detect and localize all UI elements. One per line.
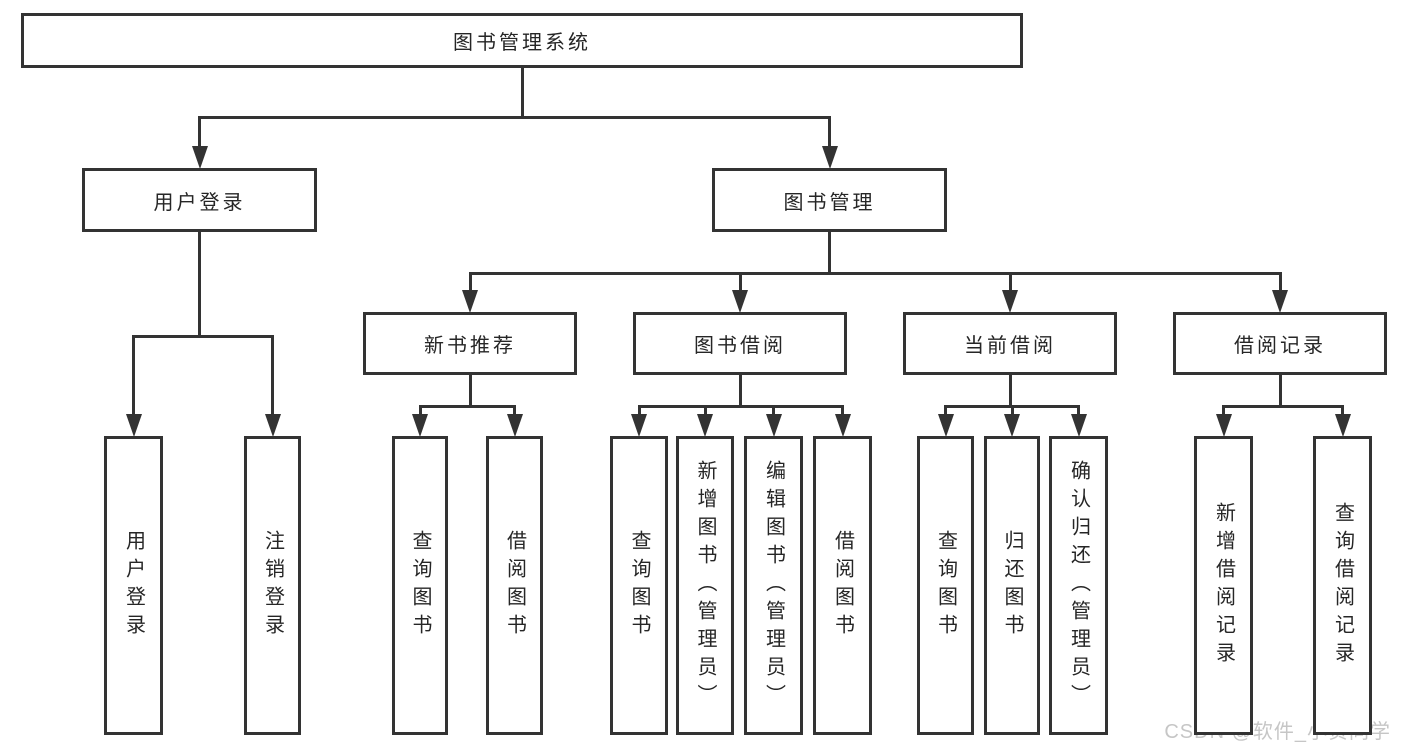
arrow-down-icon bbox=[1215, 414, 1232, 437]
connector-drop bbox=[637, 406, 641, 417]
arrow-down-icon bbox=[937, 414, 954, 437]
connector-rail bbox=[637, 404, 844, 408]
node-leaf-borrow-books-1: 借阅图书 bbox=[486, 436, 543, 735]
node-label: 注销登录 bbox=[261, 529, 284, 642]
arrow-down-icon bbox=[697, 414, 713, 437]
node-leaf-query-books-3: 查询图书 bbox=[917, 436, 974, 735]
connector-drop bbox=[1010, 406, 1014, 417]
node-leaf-borrow-books-2: 借阅图书 bbox=[813, 436, 872, 735]
arrow-down-icon bbox=[1002, 290, 1018, 313]
connector-stem bbox=[1278, 375, 1282, 408]
arrow-down-icon bbox=[1070, 414, 1087, 437]
arrow-down-icon bbox=[264, 414, 281, 437]
node-label: 新增图书（管理员） bbox=[694, 459, 716, 712]
arrow-down-icon bbox=[191, 146, 208, 169]
node-label: 编辑图书（管理员） bbox=[762, 459, 785, 712]
arrow-down-icon bbox=[732, 290, 748, 313]
arrow-down-icon bbox=[412, 414, 428, 437]
arrow-down-icon bbox=[821, 146, 838, 169]
connector-stem bbox=[1008, 375, 1012, 408]
node-leaf-return-book: 归还图书 bbox=[984, 436, 1040, 735]
connector-drop bbox=[944, 406, 947, 417]
node-new-book-rec: 新书推荐 bbox=[363, 312, 577, 375]
node-label: 查询图书 bbox=[934, 529, 957, 642]
connector-stem bbox=[197, 232, 201, 338]
connector-drop bbox=[1222, 406, 1225, 417]
node-label: 新书推荐 bbox=[424, 335, 516, 357]
connector-drop bbox=[198, 117, 201, 149]
node-label: 借阅图书 bbox=[831, 529, 854, 642]
arrow-down-icon bbox=[1272, 290, 1288, 313]
connector-rail bbox=[198, 115, 831, 119]
node-leaf-query-books-2: 查询图书 bbox=[610, 436, 668, 735]
node-label: 图书借阅 bbox=[694, 335, 786, 357]
node-leaf-query-borrow-rec: 查询借阅记录 bbox=[1313, 436, 1372, 735]
connector-rail bbox=[132, 334, 274, 338]
node-label: 用户登录 bbox=[153, 191, 246, 214]
connector-drop bbox=[1341, 406, 1344, 417]
connector-rail bbox=[468, 271, 1282, 275]
connector-drop bbox=[513, 406, 516, 417]
node-leaf-edit-book: 编辑图书（管理员） bbox=[744, 436, 803, 735]
node-leaf-add-borrow-rec: 新增借阅记录 bbox=[1194, 436, 1253, 735]
node-label: 图书管理 bbox=[783, 191, 876, 214]
connector-drop bbox=[132, 336, 135, 417]
node-label: 查询图书 bbox=[409, 529, 431, 642]
connector-drop bbox=[703, 406, 707, 417]
node-label: 借阅记录 bbox=[1234, 335, 1326, 357]
connector-drop bbox=[1008, 273, 1012, 293]
node-leaf-query-books-1: 查询图书 bbox=[392, 436, 448, 735]
connector-stem bbox=[738, 375, 742, 408]
connector-drop bbox=[1077, 406, 1080, 417]
arrow-down-icon bbox=[834, 414, 851, 437]
node-label: 图书管理系统 bbox=[453, 32, 591, 54]
connector-drop bbox=[418, 406, 422, 417]
node-user-login: 用户登录 bbox=[82, 168, 317, 232]
node-label: 归还图书 bbox=[1001, 529, 1023, 642]
node-label: 查询借阅记录 bbox=[1331, 501, 1354, 670]
node-label: 确认归还（管理员） bbox=[1067, 459, 1090, 712]
connector-drop bbox=[772, 406, 775, 417]
node-borrow-records: 借阅记录 bbox=[1173, 312, 1387, 375]
connector-stem bbox=[468, 375, 472, 408]
node-leaf-logout: 注销登录 bbox=[244, 436, 301, 735]
arrow-down-icon bbox=[1004, 414, 1020, 437]
connector-rail bbox=[418, 404, 516, 408]
arrow-down-icon bbox=[765, 414, 782, 437]
connector-drop bbox=[468, 273, 472, 293]
node-book-mgmt: 图书管理 bbox=[712, 168, 947, 232]
node-leaf-add-book: 新增图书（管理员） bbox=[676, 436, 734, 735]
node-label: 新增借阅记录 bbox=[1212, 501, 1235, 670]
node-leaf-user-login: 用户登录 bbox=[104, 436, 163, 735]
arrow-down-icon bbox=[125, 414, 142, 437]
connector-drop bbox=[271, 336, 274, 417]
arrow-down-icon bbox=[462, 290, 478, 313]
node-book-borrow: 图书借阅 bbox=[633, 312, 847, 375]
connector-stem bbox=[520, 68, 524, 119]
node-leaf-confirm-return: 确认归还（管理员） bbox=[1049, 436, 1108, 735]
node-current-borrow: 当前借阅 bbox=[903, 312, 1117, 375]
connector-drop bbox=[738, 273, 742, 293]
node-label: 借阅图书 bbox=[503, 529, 526, 642]
node-label: 当前借阅 bbox=[964, 335, 1056, 357]
arrow-down-icon bbox=[506, 414, 523, 437]
connector-stem bbox=[827, 232, 831, 275]
node-label: 查询图书 bbox=[628, 529, 650, 642]
node-label: 用户登录 bbox=[122, 529, 145, 642]
arrow-down-icon bbox=[1334, 414, 1351, 437]
connector-rail bbox=[1222, 404, 1344, 408]
connector-drop bbox=[841, 406, 844, 417]
connector-drop bbox=[1278, 273, 1282, 293]
node-root: 图书管理系统 bbox=[21, 13, 1023, 68]
connector-drop bbox=[828, 117, 831, 149]
arrow-down-icon bbox=[631, 414, 647, 437]
